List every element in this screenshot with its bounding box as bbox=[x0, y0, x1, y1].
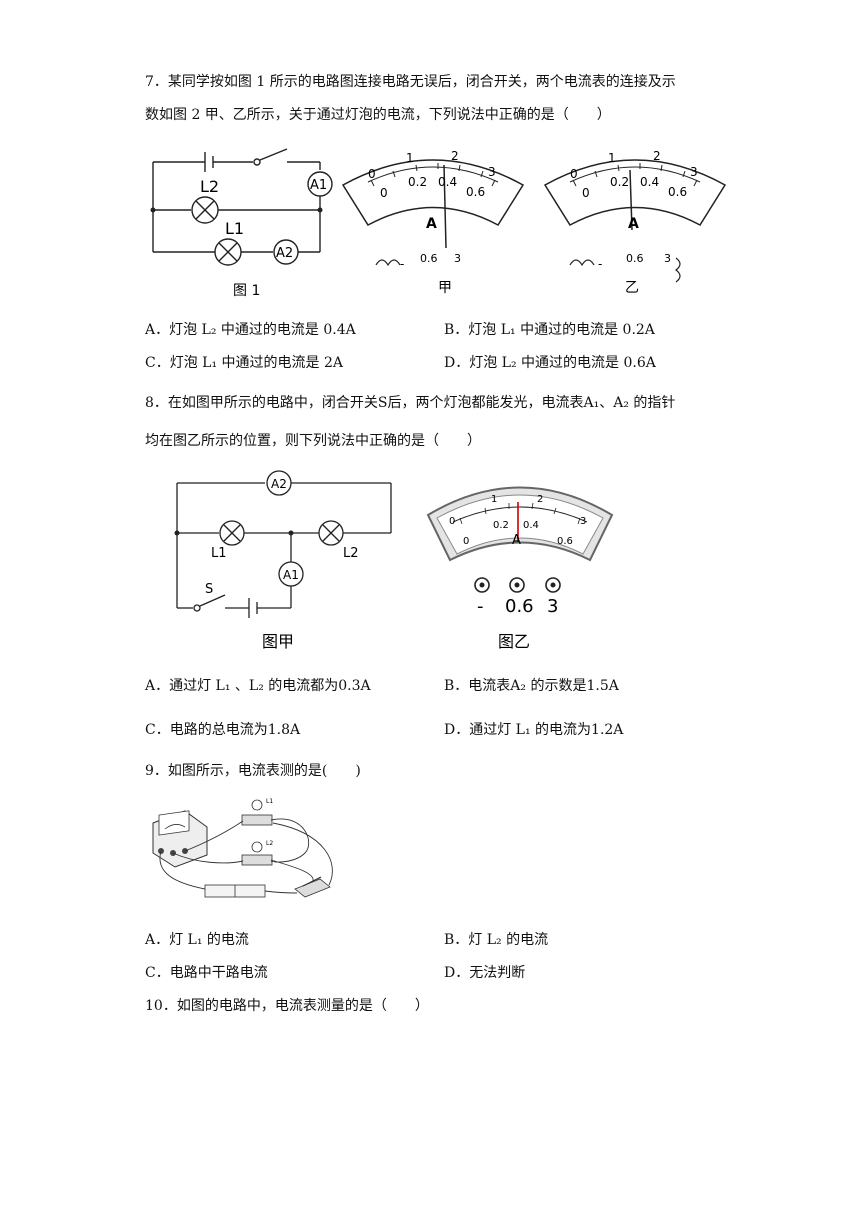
q7-jia-top-3: 3 bbox=[488, 165, 496, 179]
q8-label-L1: L1 bbox=[211, 546, 227, 561]
q7-option-b[interactable]: B．灯泡 L₁ 中通过的电流是 0.2A bbox=[444, 322, 655, 338]
q7-jia-term-06: 0.6 bbox=[420, 252, 438, 265]
q8-label-L2: L2 bbox=[343, 546, 359, 561]
q8-unit: A bbox=[512, 533, 521, 548]
q8-stem-line2: 均在图乙所示的位置，则下列说法中正确的是（ ） bbox=[145, 433, 481, 449]
q7-option-d[interactable]: D．灯泡 L₂ 中通过的电流是 0.6A bbox=[444, 355, 656, 371]
q7-label-A2: A2 bbox=[276, 246, 293, 261]
q7-meter-yi: 0 1 2 3 0 0.2 0.4 0.6 A - 0.6 3 乙 bbox=[543, 149, 727, 296]
q7-yi-bot-3: 0.6 bbox=[668, 185, 687, 199]
q9-option-c[interactable]: C．电路中干路电流 bbox=[145, 965, 268, 981]
q10-stem: 10．如图的电路中，电流表测量的是（ ） bbox=[145, 998, 429, 1014]
q7-circuit-diagram: L2 L1 A1 A2 图 1 bbox=[150, 148, 333, 299]
q7-meter-jia: 0 1 2 3 0 0.2 0.4 0.6 A - 0.6 3 甲 bbox=[341, 149, 525, 296]
q7-jia-caption: 甲 bbox=[438, 280, 452, 296]
q8-option-a[interactable]: A．通过灯 L₁ 、L₂ 的电流都为0.3A bbox=[145, 678, 371, 694]
q8-circuit-diagram: A2 A1 L1 L2 S 图甲 bbox=[174, 470, 392, 651]
q7-yi-top-2: 2 bbox=[653, 149, 661, 163]
q7-option-a[interactable]: A．灯泡 L₂ 中通过的电流是 0.4A bbox=[145, 322, 356, 338]
q7-yi-top-0: 0 bbox=[570, 167, 578, 181]
q8-label-A2: A2 bbox=[271, 477, 287, 491]
q7-jia-bot-1: 0.2 bbox=[408, 175, 427, 189]
q8-label-S: S bbox=[205, 582, 213, 597]
q7-yi-bot-0: 0 bbox=[582, 186, 590, 200]
q7-yi-bot-2: 0.4 bbox=[640, 175, 659, 189]
q8-term-06: 0.6 bbox=[505, 596, 534, 617]
q8-stem-line1: 8．在如图甲所示的电路中，闭合开关S后，两个灯泡都能发光，电流表A₁、A₂ 的指… bbox=[145, 395, 676, 411]
q9-label-L2: L2 bbox=[266, 840, 273, 847]
q7-jia-unit: A bbox=[426, 216, 437, 232]
q8-option-c[interactable]: C．电路的总电流为1.8A bbox=[145, 722, 301, 738]
q7-yi-caption: 乙 bbox=[625, 280, 639, 296]
q9-option-d[interactable]: D．无法判断 bbox=[444, 965, 526, 981]
q7-yi-unit: A bbox=[628, 216, 639, 232]
q9-label-L1: L1 bbox=[266, 798, 273, 805]
q7-yi-term-06: 0.6 bbox=[626, 252, 644, 265]
q8-option-d[interactable]: D．通过灯 L₁ 的电流为1.2A bbox=[444, 722, 624, 738]
q7-jia-bot-3: 0.6 bbox=[466, 185, 485, 199]
q7-label-L2: L2 bbox=[200, 177, 219, 196]
q9-option-a[interactable]: A．灯 L₁ 的电流 bbox=[145, 932, 249, 948]
q8-label-A1: A1 bbox=[283, 568, 299, 582]
q7-jia-bot-0: 0 bbox=[380, 186, 388, 200]
q8-option-b[interactable]: B．电流表A₂ 的示数是1.5A bbox=[444, 678, 619, 694]
q7-label-A1: A1 bbox=[310, 178, 327, 193]
q8-top-3: 3 bbox=[580, 516, 586, 527]
q7-label-L1: L1 bbox=[225, 219, 244, 238]
q7-stem-line1: 7．某同学按如图 1 所示的电路图连接电路无误后，闭合开关，两个电流表的连接及示 bbox=[145, 74, 676, 90]
q9-stem: 9．如图所示，电流表测的是( ) bbox=[145, 763, 361, 779]
q7-yi-top-3: 3 bbox=[690, 165, 698, 179]
q8-fig-yi-caption: 图乙 bbox=[498, 632, 530, 651]
q7-jia-top-0: 0 bbox=[368, 167, 376, 181]
q7-yi-term-3: 3 bbox=[664, 252, 671, 265]
q7-option-c[interactable]: C．灯泡 L₁ 中通过的电流是 2A bbox=[145, 355, 343, 371]
q8-top-0: 0 bbox=[449, 516, 455, 527]
q7-fig1-caption: 图 1 bbox=[233, 283, 260, 299]
q8-bot-0: 0 bbox=[463, 536, 469, 547]
q8-bot-1: 0.2 bbox=[493, 520, 509, 531]
q7-jia-top-2: 2 bbox=[451, 149, 459, 163]
q7-stem-line2: 数如图 2 甲、乙所示，关于通过灯泡的电流，下列说法中正确的是（ ） bbox=[145, 107, 611, 123]
q8-ammeter: 0 1 2 3 0 0.2 0.4 0.6 A - 0.6 3 图乙 bbox=[426, 486, 614, 651]
q7-jia-term-3: 3 bbox=[454, 252, 461, 265]
q7-jia-term-neg: - bbox=[400, 257, 404, 271]
q8-fig-jia-caption: 图甲 bbox=[262, 632, 294, 651]
q9-physical-circuit: L1 L2 bbox=[152, 798, 333, 898]
q9-option-b[interactable]: B．灯 L₂ 的电流 bbox=[444, 932, 549, 948]
q8-term-3: 3 bbox=[547, 596, 558, 617]
q7-jia-top-1: 1 bbox=[406, 151, 414, 165]
q8-bot-2: 0.4 bbox=[523, 520, 539, 531]
q8-top-1: 1 bbox=[491, 494, 497, 505]
q8-bot-3: 0.6 bbox=[557, 536, 573, 547]
q8-top-2: 2 bbox=[537, 494, 543, 505]
q8-term-neg: - bbox=[477, 596, 484, 617]
q7-jia-bot-2: 0.4 bbox=[438, 175, 457, 189]
q7-yi-bot-1: 0.2 bbox=[610, 175, 629, 189]
q7-yi-term-neg: - bbox=[598, 257, 602, 271]
q7-yi-top-1: 1 bbox=[608, 151, 616, 165]
